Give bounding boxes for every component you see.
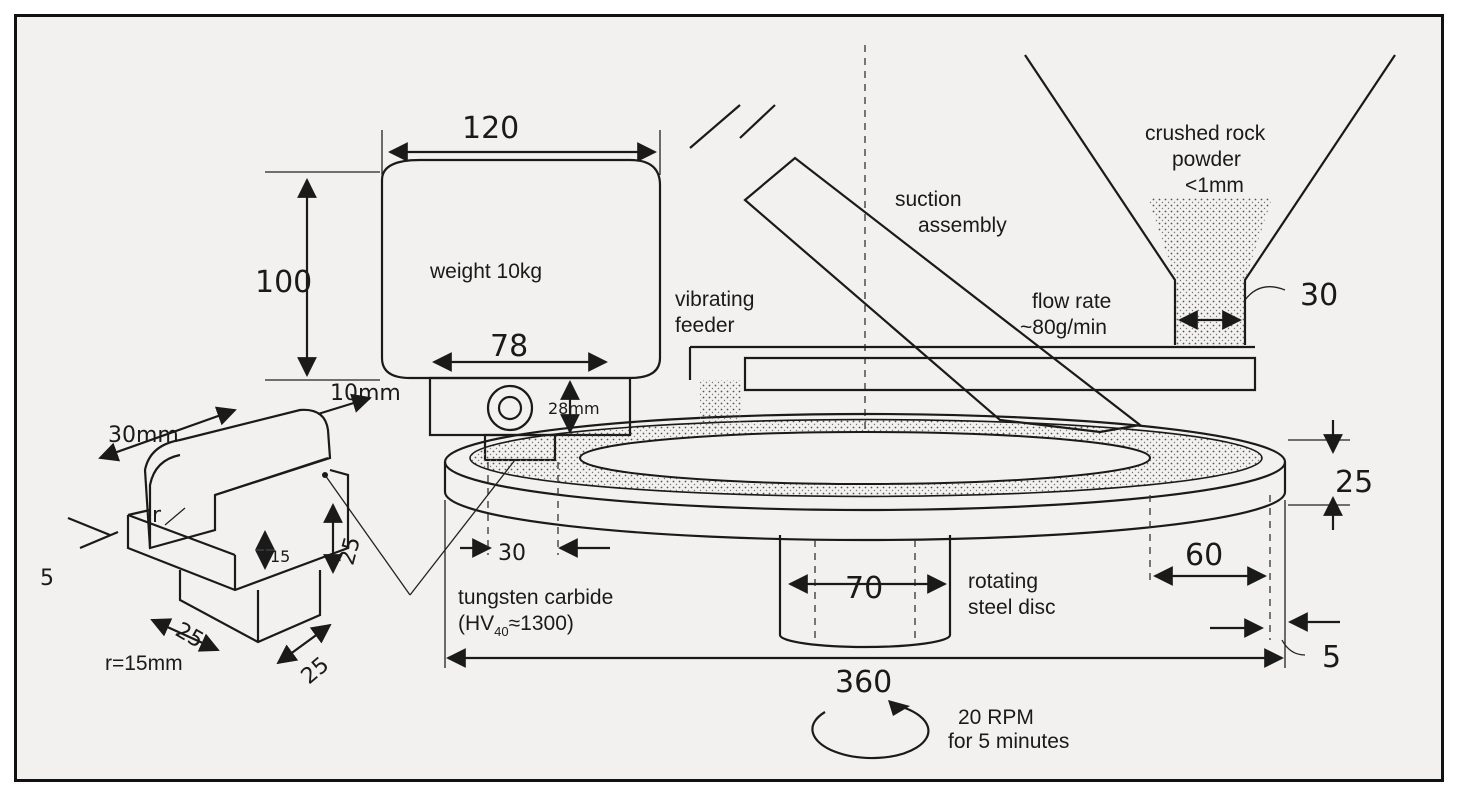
dim-25-disc: 25 — [1335, 465, 1373, 500]
rotating-steel-disc — [443, 412, 1287, 542]
hopper-label-1: crushed rock — [1145, 122, 1266, 145]
dim-28: 28mm — [548, 399, 600, 418]
suction-assembly — [743, 156, 1143, 434]
dim-30-tip: 30 — [498, 541, 526, 566]
dim-25-width: 25 — [297, 652, 335, 689]
dim-30mm: 30mm — [108, 423, 179, 448]
dim-120: 120 — [462, 111, 519, 146]
tungsten-hv-value: ≈1300) — [509, 612, 574, 635]
hopper-label-2: powder — [1172, 148, 1241, 171]
disc-label-2: steel disc — [968, 596, 1056, 619]
suction-label-1: suction — [895, 188, 962, 211]
dim-30-hopper: 30 — [1300, 278, 1338, 313]
disc-label-1: rotating — [968, 570, 1038, 593]
dim-25-depth: 25 — [171, 618, 208, 654]
flow-label-1: flow rate — [1032, 290, 1111, 313]
flow-label-2: ~80g/min — [1020, 316, 1107, 339]
dim-70: 70 — [845, 571, 883, 606]
feeder-label-2: feeder — [675, 314, 735, 337]
suction-label-2: assembly — [918, 214, 1007, 237]
radius-label: r=15mm — [105, 652, 183, 675]
shaft-outer — [486, 384, 534, 432]
dim-360: 360 — [835, 665, 892, 700]
dim-78: 78 — [490, 329, 528, 364]
disc-shaft — [778, 535, 952, 649]
dim-30mm-line — [98, 406, 237, 462]
disc-inner-ring — [579, 431, 1151, 485]
vibrating-feeder — [743, 356, 1257, 392]
crushed-rock-powder — [1148, 198, 1272, 345]
feeder-label-1: vibrating — [675, 288, 754, 311]
dim-5-block: 5 — [40, 566, 54, 591]
dim-60: 60 — [1185, 538, 1223, 573]
hopper-label-3: <1mm — [1185, 174, 1244, 197]
rpm-label-1: 20 RPM — [958, 706, 1034, 729]
powder-falling — [700, 380, 742, 430]
tungsten-hv: (HV — [458, 612, 494, 635]
tungsten-hv-sub: 40 — [494, 624, 508, 639]
dim-10mm: 10mm — [330, 381, 401, 406]
dim-100: 100 — [255, 265, 312, 300]
tungsten-label-2: (HV40≈1300) — [458, 612, 574, 639]
dim-15: 15 — [270, 547, 290, 566]
dim-25-height: 25 — [335, 534, 366, 568]
radius-r: r — [152, 503, 162, 528]
dim-5-disc: 5 — [1322, 640, 1341, 675]
rotation-arrow — [811, 706, 930, 760]
weight-label: weight 10kg — [429, 260, 542, 283]
shaft-inner — [497, 395, 523, 421]
weight-holder — [428, 376, 632, 437]
tungsten-label-1: tungsten carbide — [458, 586, 613, 609]
rpm-label-2: for 5 minutes — [948, 730, 1069, 753]
